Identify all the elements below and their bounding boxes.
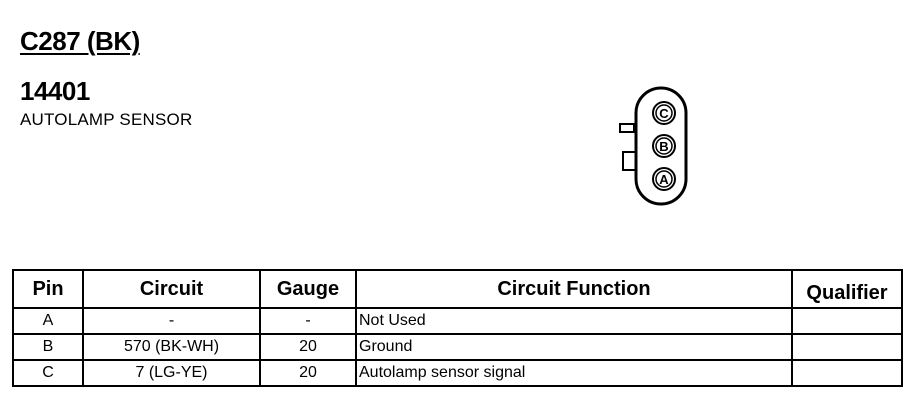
pin-a-marker: A [652, 167, 676, 191]
cell-qualifier [791, 333, 903, 361]
cell-qualifier [791, 359, 903, 387]
cell-pin: C [12, 359, 84, 387]
pin-b-marker: B [652, 134, 676, 158]
connector-lock-tab [619, 123, 635, 133]
pin-b-label: B [659, 139, 668, 154]
cell-pin: A [12, 307, 84, 335]
table-row: B 570 (BK-WH) 20 Ground [12, 333, 903, 361]
pin-c-label: C [659, 106, 669, 121]
header-circuit: Circuit [82, 269, 261, 309]
cell-gauge: 20 [259, 333, 357, 361]
table-row: C 7 (LG-YE) 20 Autolamp sensor signal [12, 359, 903, 387]
cell-circuit: - [82, 307, 261, 335]
header-circuit-function: Circuit Function [355, 269, 793, 309]
header-qualifier: Qualifier [791, 269, 903, 309]
cell-gauge: 20 [259, 359, 357, 387]
cell-circuit-function: Not Used [355, 307, 793, 335]
table-row: A - - Not Used [12, 307, 903, 335]
header-pin: Pin [12, 269, 84, 309]
cell-circuit: 7 (LG-YE) [82, 359, 261, 387]
cell-qualifier [791, 307, 903, 335]
connector-face-diagram: C B A [619, 86, 688, 206]
cell-circuit-function: Autolamp sensor signal [355, 359, 793, 387]
pin-table: Pin Circuit Gauge Circuit Function Quali… [12, 269, 903, 387]
cell-pin: B [12, 333, 84, 361]
pin-a-label: A [659, 172, 669, 187]
cell-gauge: - [259, 307, 357, 335]
table-header-row: Pin Circuit Gauge Circuit Function Quali… [12, 269, 903, 309]
cell-circuit-function: Ground [355, 333, 793, 361]
connector-id: C287 (BK) [20, 26, 140, 56]
header-gauge: Gauge [259, 269, 357, 309]
part-number: 14401 [20, 76, 90, 106]
pin-c-marker: C [652, 101, 676, 125]
cell-circuit: 570 (BK-WH) [82, 333, 261, 361]
component-name: AUTOLAMP SENSOR [20, 110, 193, 129]
